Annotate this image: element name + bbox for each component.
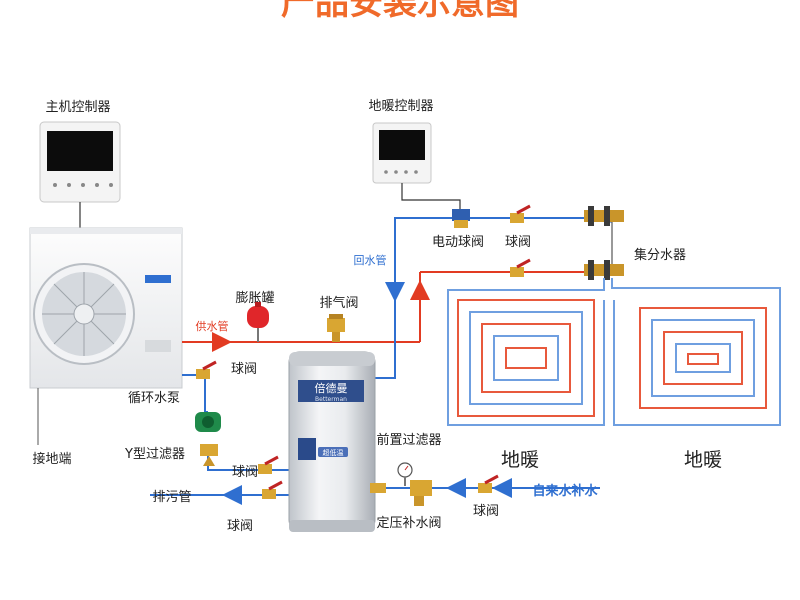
label-ball-valve-top: 球阀 — [505, 235, 531, 250]
heat-pump-unit — [29, 227, 183, 389]
ball-valve-supply-top — [510, 258, 531, 277]
label-electric-valve: 电动球阀 — [432, 235, 484, 250]
label-manifold: 集分水器 — [634, 247, 686, 263]
label-ground-terminal: 接地端 — [32, 451, 71, 467]
host-controller — [39, 121, 121, 203]
label-return-pipe: 回水管 — [354, 253, 387, 267]
tank-brand-en: Betterman — [315, 396, 347, 403]
label-floor-controller: 地暖控制器 — [368, 99, 433, 114]
label-expansion-tank: 膨胀罐 — [235, 291, 274, 306]
ball-valve-bottom — [262, 480, 283, 499]
label-ball-valve-mid: 球阀 — [232, 465, 258, 480]
diagram-title: 产品安装示意图 — [281, 0, 519, 23]
label-y-filter: Y型过滤器 — [124, 447, 185, 462]
label-floor-heating-1: 地暖 — [501, 449, 539, 471]
label-supply-pipe: 供水管 — [196, 319, 229, 333]
floor-heating-loop-1 — [447, 278, 605, 426]
y-filter — [200, 444, 218, 466]
label-ball-valve-right: 球阀 — [473, 504, 499, 519]
exhaust-valve — [327, 314, 345, 342]
label-floor-heating-2: 地暖 — [684, 449, 722, 471]
label-circulation-pump: 循环水泵 — [128, 391, 180, 406]
ball-valve-mid — [258, 455, 279, 474]
ball-valve-top — [510, 204, 531, 223]
pressure-gauge — [397, 462, 413, 486]
water-tank: 倍德曼 Betterman 超低温 — [288, 351, 376, 532]
label-ball-valve-left: 球阀 — [231, 362, 257, 377]
pressure-valve — [410, 480, 432, 506]
label-tap-water-supply: 自来水补水 — [532, 483, 598, 499]
label-drain-pipe: 排污管 — [152, 490, 191, 505]
manifold-lower — [584, 260, 624, 280]
floor-heating-loop-2 — [611, 278, 781, 426]
expansion-tank — [247, 302, 269, 342]
label-host-controller: 主机控制器 — [45, 100, 110, 115]
label-ball-valve-bottom: 球阀 — [227, 519, 253, 534]
pre-filter — [370, 483, 386, 493]
label-pressure-valve: 定压补水阀 — [376, 516, 441, 531]
label-pre-filter: 前置过滤器 — [376, 432, 441, 448]
floor-controller-cable — [401, 183, 461, 215]
circulation-pump — [195, 412, 221, 432]
tank-brand-cn: 倍德曼 — [315, 381, 348, 395]
ball-valve-left — [196, 360, 217, 379]
label-exhaust-valve: 排气阀 — [319, 295, 358, 311]
tank-badge: 超低温 — [323, 448, 344, 457]
floor-controller — [372, 122, 432, 184]
ball-valve-right — [478, 474, 499, 493]
manifold-upper — [584, 206, 624, 226]
electric-ball-valve — [452, 209, 470, 228]
